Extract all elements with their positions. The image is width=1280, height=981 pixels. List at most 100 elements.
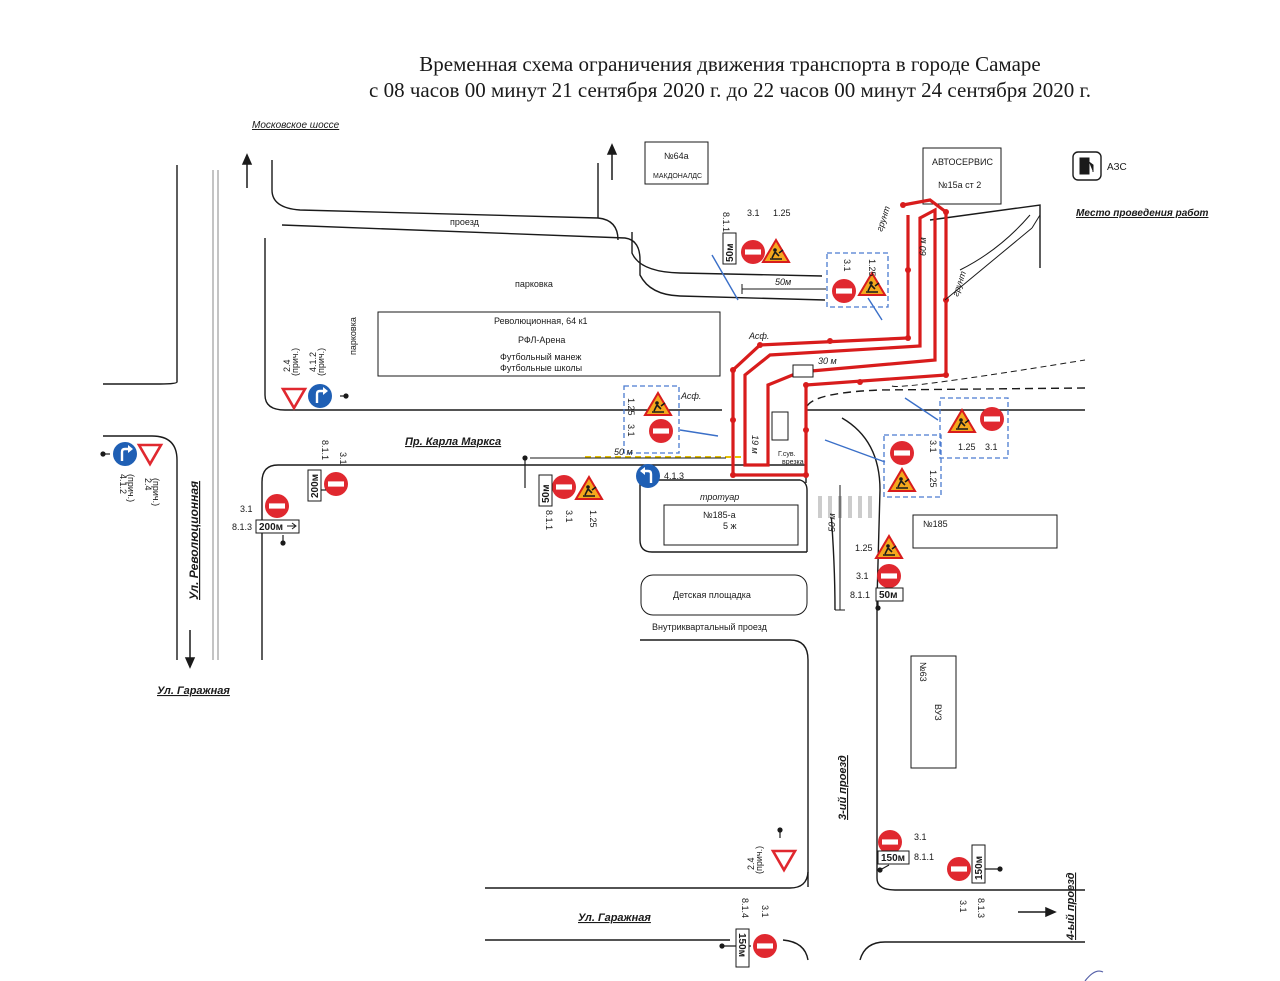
sign-code: 3.1 [240,504,253,514]
sign-code: 3.1 [626,424,636,437]
sign-pointers [623,252,1009,498]
sign-code: 8.1.1 [320,440,330,460]
no-entry-sign-icon [265,494,289,518]
plate-150m: 150м [881,853,905,864]
no-entry-sign-icon [832,279,856,303]
sign-code: 3.1 [760,905,770,918]
sign-code: 1.25 [867,259,877,277]
building-label: Футбольные школы [500,363,582,373]
building-label: 5 ж [723,521,737,531]
sign-code: 2.4 [282,359,292,372]
sign-code: 8.1.1 [850,590,870,600]
area-label: парковка [348,317,358,355]
area-label: проезд [450,217,480,227]
no-entry-sign-icon [741,240,765,264]
street-revolyutsionnaya: Ул. Революционная [187,481,201,600]
sign-code: 8.1.4 [740,898,750,918]
sign-code: (прич.) [126,474,136,502]
yield-sign-icon [137,443,163,466]
road-works-sign-icon [875,535,903,559]
map-title-line2: с 08 часов 00 минут 21 сентября 2020 г. … [369,78,1091,102]
no-entry-sign-icon [649,419,673,443]
sign-code: (прич.) [290,348,300,376]
road-works-sign-icon [888,468,916,492]
building-label: №185-а [703,510,736,520]
road-works-sign-icon [948,409,976,433]
sign-code: 1.25 [588,510,598,528]
no-entry-sign-icon [877,564,901,588]
plate-200m: 200м [259,522,283,533]
building-185 [912,514,1058,549]
area-label: парковка [515,279,553,289]
dimension-label: 60 м [918,237,928,256]
sign-code: 1.25 [928,470,938,488]
no-entry-sign-icon [552,475,576,499]
area-label: Внутриквартальный проезд [652,622,768,632]
yield-sign-icon [771,849,797,872]
sign-codes: 8.1.1 3.1 1.25 3.1 1.25 1.25 3.1 1.25 3.… [118,208,998,918]
sign-code: 3.1 [842,259,852,272]
work-zone-fence [730,198,1041,478]
sign-code: 2.4 [143,478,153,491]
dimension-label: 50 м [614,447,633,457]
dimensions: 50м 60 м 30 м 19 м 50 м 50 м Г.сув. врез… [530,237,928,611]
street-proezd-4: 4-ый проезд [1065,872,1077,941]
dimension-label: Г.сув. [778,451,796,458]
sign-code: 3.1 [747,208,760,218]
plate-50m: 50м [879,590,898,601]
yield-sign-icon [281,387,307,410]
plate-200m: 200м [310,474,321,498]
building-185a [663,504,799,546]
dimension-label: врезка [782,459,804,466]
sign-code: 4.1.2 [308,352,318,372]
building-63 [910,655,957,769]
no-entry-sign-icon [324,472,348,496]
building-autoservice [922,147,1002,205]
plate-150m: 150м [736,933,747,957]
dimension-label: 50м [775,277,791,287]
building-label: МАКДОНАЛДС [653,173,702,180]
area-label: грунт [874,204,892,232]
road-works-sign-icon [575,476,603,500]
sign-code: 3.1 [928,440,938,453]
street-karla-marksa: Пр. Карла Маркса [405,436,501,448]
area-label: Асф. [680,391,701,401]
building-label: Детская площадка [673,590,751,600]
sign-code: (прич.) [754,846,764,874]
sign-code: (прич.) [151,478,161,506]
sign-code: 1.25 [855,543,873,553]
sign-code: 1.25 [958,442,976,452]
no-entry-sign-icon [878,830,902,854]
building-labels: №64а МАКДОНАЛДС АВТОСЕРВИС №15а ст 2 Рев… [494,151,993,721]
sign-code: (прич.) [316,348,326,376]
sign-code: 8.1.3 [976,898,986,918]
building-label: ВУЗ [933,704,943,721]
street-moskovskoe: Московское шоссе [252,120,340,131]
building-label: №15а ст 2 [938,180,981,190]
no-entry-sign-icon [947,857,971,881]
sign-code: 8.1.3 [232,522,252,532]
plate-50m: 50м [725,243,736,262]
building-label: АВТОСЕРВИС [932,157,993,167]
sign-code: 4.1.2 [118,474,128,494]
map-title-line1: Временная схема ограничения движения тра… [419,52,1041,76]
sign-code: 3.1 [564,510,574,523]
dimension-label: 30 м [818,356,837,366]
sign-code: 3.1 [338,452,348,465]
street-garazhnaya: Ул. Гаражная [578,912,651,924]
sign-code: 8.1.1 [544,510,554,530]
sign-code: 8.1.1 [914,852,934,862]
plate-150m: 150м [974,856,985,880]
kids-playground [640,574,808,616]
building-label: №64а [664,151,689,161]
building-64a [644,141,709,185]
turn-right-sign-icon [111,440,139,468]
distance-plates: 50м 50м 200м 200м 50м 150м 150м 150м [255,232,986,968]
area-label: Асф. [748,331,769,341]
sign-code: 3.1 [914,832,927,842]
road-works-sign-icon [762,239,790,263]
building-label: Революционная, 64 к1 [494,316,588,326]
no-entry-sign-icon [753,934,777,958]
turn-right-sign-icon [306,382,334,410]
